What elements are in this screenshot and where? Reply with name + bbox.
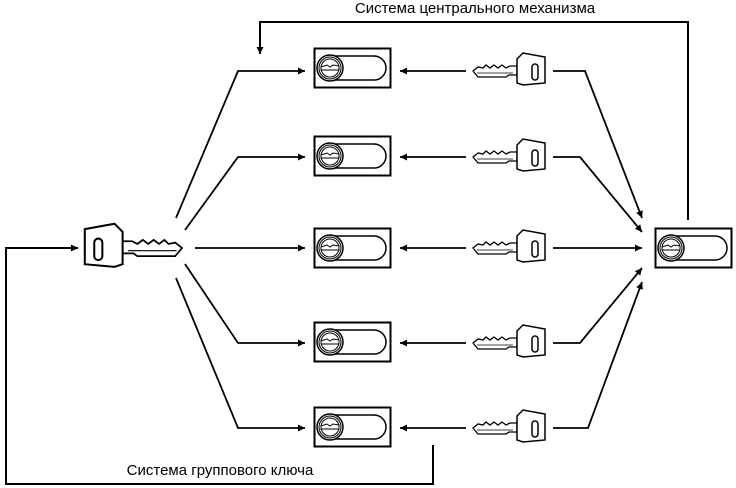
key-1-icon [472, 52, 546, 86]
group-key-to-lock-2 [184, 153, 305, 231]
key-4-icon [472, 324, 546, 358]
group-key-connectors [175, 67, 305, 432]
central-mechanism-connector [256, 21, 689, 220]
key-5-icon [472, 409, 546, 443]
key-4-to-central [553, 267, 643, 344]
group-key-to-lock-5 [175, 277, 305, 432]
lock-2-icon [313, 135, 392, 177]
key-5-to-central [553, 281, 643, 429]
lock-5-icon [313, 406, 392, 448]
key-2-icon [472, 138, 546, 172]
key-1-to-central [553, 70, 643, 219]
group-key-system-connector [5, 244, 434, 485]
group-key-icon [83, 222, 184, 268]
key-2-to-central [553, 156, 643, 233]
central-lock-icon [654, 227, 733, 269]
group-key-to-lock-1 [175, 67, 305, 219]
key-to-lock-connectors [400, 67, 466, 432]
central-mechanism-label: Система центрального механизма [355, 0, 596, 17]
key-3-icon [472, 229, 546, 263]
lock-3-icon [313, 227, 392, 269]
lock-4-icon [313, 321, 392, 363]
key-to-central-connectors [553, 70, 643, 429]
lock-1-icon [313, 47, 392, 89]
group-key-to-lock-4 [184, 263, 305, 347]
group-key-system-label: Система группового ключа [127, 462, 314, 479]
